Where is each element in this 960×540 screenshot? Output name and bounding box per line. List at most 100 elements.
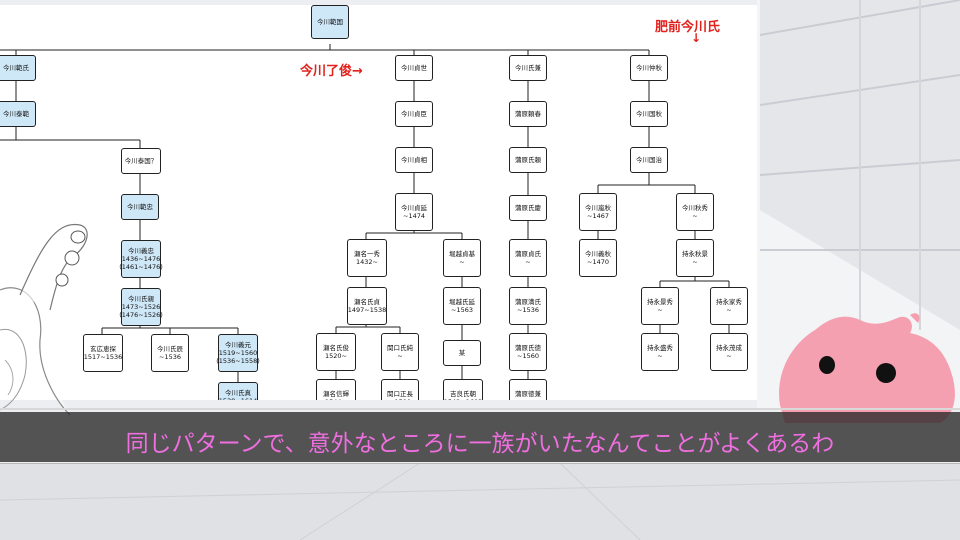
node-name: 今川氏辰 xyxy=(157,345,183,353)
node-name: 今川仲秋 xyxy=(636,64,662,72)
node-name: 今川泰国？ xyxy=(124,157,158,165)
node-dates: ~ xyxy=(657,352,663,360)
tree-node: 今川国秋 xyxy=(630,101,668,127)
node-dates: ~ xyxy=(525,398,530,400)
node-dates: ~ xyxy=(692,212,698,220)
subtitle-band-top-line xyxy=(0,408,960,410)
tree-node: 蒲原貞氏~ xyxy=(509,239,547,277)
tree-node: 持永家秀~ xyxy=(710,287,748,325)
tree-node: 今川嵐秋~1467 xyxy=(579,193,617,231)
node-name: 今川義秋 xyxy=(585,250,611,258)
node-name: 今川国治 xyxy=(636,156,662,164)
node-dates: 1544~ xyxy=(325,398,347,400)
node-name: 関口正長 xyxy=(387,390,413,398)
node-name: 吉良氏朝 xyxy=(450,390,476,398)
tree-connector-lines xyxy=(0,44,730,382)
node-dates: (1476~1526) xyxy=(119,311,163,319)
node-name: 今川氏兼 xyxy=(515,64,541,72)
node-name: 関口氏純 xyxy=(387,344,413,352)
node-dates: ~1590 xyxy=(389,398,411,400)
node-dates: ~1560 xyxy=(517,352,539,360)
node-name: 持永家秀 xyxy=(716,298,742,306)
tree-node: 今川貞相 xyxy=(395,147,433,173)
tree-node: 今川氏真1538~1614(1558~1614) xyxy=(218,382,258,400)
tree-node: 今川泰国？ xyxy=(121,148,161,174)
tree-node: 今川貞臣 xyxy=(395,101,433,127)
node-name: 今川貞相 xyxy=(401,156,427,164)
node-name: 今川義元 xyxy=(225,341,251,349)
node-name: 今川氏真 xyxy=(225,389,251,397)
tree-node: 持永茂成~ xyxy=(710,333,748,371)
tree-node: 今川範忠 xyxy=(121,194,159,220)
node-name: 瀬名一秀 xyxy=(354,250,380,258)
subtitle-band xyxy=(0,412,960,462)
node-name: 今川泰範 xyxy=(3,110,29,118)
node-dates: ~1536 xyxy=(517,306,539,314)
node-dates: 1517~1536 xyxy=(83,353,123,361)
node-dates: ~1470 xyxy=(587,258,609,266)
tree-node: 堀越氏延~1563 xyxy=(443,287,481,325)
node-dates: 1497~1538 xyxy=(347,306,387,314)
annotation-down-arrow: ↓ xyxy=(691,31,702,45)
node-name: 蒲原満氏 xyxy=(515,298,541,306)
tree-node: 今川国治 xyxy=(630,147,668,173)
node-name: 今川氏親 xyxy=(128,295,154,303)
tree-node: 今川範氏 xyxy=(0,55,36,81)
pink-blob-character xyxy=(779,313,955,423)
tree-node: 今川仲秋 xyxy=(630,55,668,81)
tree-node: 蒲原氏慶 xyxy=(509,195,547,221)
node-dates: 1436~1476 xyxy=(121,255,161,263)
subtitle-text: 同じパターンで、意外なところに一族がいたなんてことがよくあるわ xyxy=(125,431,835,457)
node-dates: ~ xyxy=(726,306,732,314)
node-dates: 1520~ xyxy=(325,352,347,360)
tree-node: 今川範国 xyxy=(311,5,349,39)
tree-node: 持永景秀~ xyxy=(641,287,679,325)
tree-node: 今川秋秀~ xyxy=(676,193,714,231)
tree-node: 関口氏純~ xyxy=(381,333,419,371)
tree-node: 今川氏辰~1536 xyxy=(151,334,189,372)
node-dates: 1542~1603 xyxy=(444,398,483,400)
tree-node: 今川泰範 xyxy=(0,101,36,127)
tree-node: 今川氏兼 xyxy=(509,55,547,81)
character-sketch-left xyxy=(0,223,88,416)
node-name: 持永茂成 xyxy=(716,344,742,352)
tree-node: 蒲原頼春 xyxy=(509,101,547,127)
tree-node: 関口正長~1590 xyxy=(381,379,419,400)
tree-node: 持永盛秀~ xyxy=(641,333,679,371)
node-dates: 1519~1560 xyxy=(218,349,258,357)
node-name: 持永秋景 xyxy=(682,250,708,258)
subtitle-band-bottom-line xyxy=(0,463,960,464)
node-name: 今川貞延 xyxy=(401,204,427,212)
tree-node: 今川貞世 xyxy=(395,55,433,81)
node-name: 持永景秀 xyxy=(647,298,673,306)
node-dates: 1432~ xyxy=(356,258,378,266)
node-name: 今川嵐秋 xyxy=(585,204,611,212)
node-name: 蒲原頼春 xyxy=(515,110,541,118)
node-name: 堀越氏延 xyxy=(449,298,475,306)
node-dates: ~1474 xyxy=(403,212,425,220)
tree-node: 瀬名信輝1544~ xyxy=(316,379,356,400)
node-dates: ~ xyxy=(459,258,465,266)
node-name: 蒲原氏頼 xyxy=(515,156,541,164)
node-name: 玄広恵探 xyxy=(90,345,116,353)
node-dates: ~ xyxy=(692,258,698,266)
node-name: 今川貞世 xyxy=(401,64,427,72)
node-dates: ~ xyxy=(726,352,732,360)
node-dates: ~ xyxy=(525,258,531,266)
node-name: 瀬名氏貞 xyxy=(354,298,380,306)
tree-node: 持永秋景~ xyxy=(676,239,714,277)
tree-node: 蒲原氏徳~1560 xyxy=(509,333,547,371)
node-name: 今川範忠 xyxy=(127,203,153,211)
node-dates: ~1467 xyxy=(587,212,609,220)
node-dates: 1538~1614 xyxy=(219,397,258,400)
node-name: 蒲原徳兼 xyxy=(515,390,541,398)
node-dates: 1473~1526 xyxy=(121,303,161,311)
tree-node: 蒲原氏頼 xyxy=(509,147,547,173)
node-name: 今川秋秀 xyxy=(682,204,708,212)
